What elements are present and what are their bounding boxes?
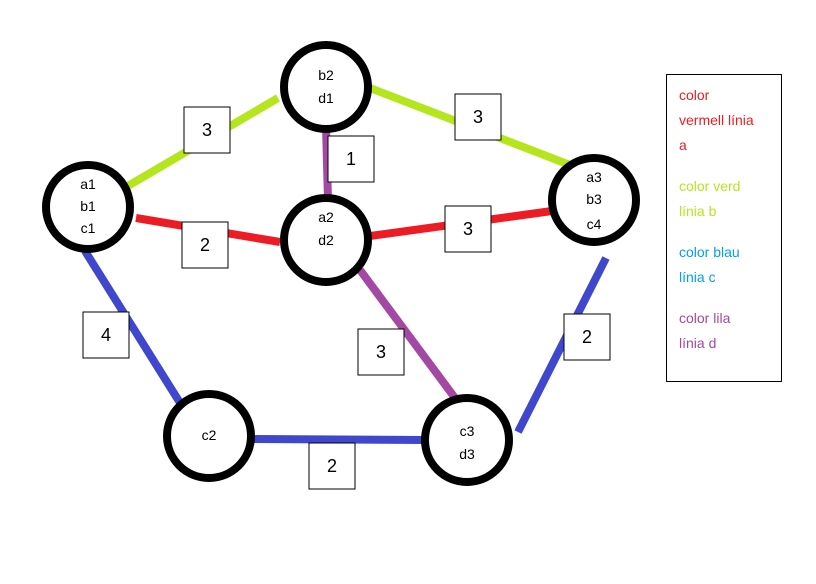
station-label: a3 — [586, 169, 602, 185]
legend-text: vermell línia — [679, 112, 754, 128]
weight-label: 1 — [346, 149, 356, 169]
edge-line-d — [322, 125, 332, 201]
weight-box — [454, 93, 502, 141]
station-label: b1 — [80, 198, 96, 214]
weight-label: 2 — [327, 456, 337, 476]
weight-box — [327, 135, 375, 183]
weight-label: 2 — [582, 327, 592, 347]
legend-text: color — [679, 87, 710, 103]
edge-line-c — [514, 256, 610, 434]
weight-box — [563, 313, 611, 361]
weight-box — [181, 221, 229, 269]
legend-text: línia c — [679, 269, 716, 285]
station-node — [42, 161, 134, 253]
station-label: d3 — [459, 446, 475, 462]
weight-box — [308, 442, 356, 490]
station-label: b3 — [586, 191, 602, 207]
station-label: c2 — [202, 427, 217, 443]
weight-box — [444, 205, 492, 253]
weight-label: 3 — [376, 342, 386, 362]
station-node — [163, 390, 255, 482]
station-label: c4 — [587, 216, 602, 232]
weight-label: 4 — [101, 325, 111, 345]
legend-text: color verd — [679, 178, 741, 194]
weight-label: 3 — [473, 107, 483, 127]
station-label: a2 — [318, 209, 334, 225]
station-label: c1 — [81, 220, 96, 236]
station-node — [280, 194, 372, 286]
weight-label: 2 — [200, 235, 210, 255]
nodes-layer: b2 d1 a1 b1 c1 a2 d2 a3 b3 c4 c2 c3 d3 — [42, 41, 640, 486]
weight-box — [82, 311, 130, 359]
edge-line-d — [356, 267, 459, 401]
edge-line-c — [81, 248, 186, 409]
station-label: c3 — [460, 423, 475, 439]
weight-label: 3 — [463, 219, 473, 239]
edge-line-c — [251, 435, 427, 444]
station-node — [421, 394, 513, 486]
station-label: a1 — [80, 176, 96, 192]
legend-text: color blau — [679, 244, 740, 260]
station-label: d2 — [318, 232, 334, 248]
weight-label: 3 — [202, 120, 212, 140]
legend-text: color lila — [679, 310, 731, 326]
legend-text: línia d — [679, 335, 717, 351]
station-node — [280, 41, 372, 133]
weight-box — [183, 106, 231, 154]
legend-entry-d: color lila línia d — [679, 306, 771, 356]
station-node — [548, 154, 640, 246]
legend: color vermell línia a color verd línia b… — [666, 74, 782, 382]
legend-entry-b: color verd línia b — [679, 174, 771, 224]
legend-text: a — [679, 137, 687, 153]
weights-layer: 3 3 1 2 3 4 3 2 2 — [82, 93, 611, 490]
legend-entry-c: color blau línia c — [679, 240, 771, 290]
station-label: d1 — [318, 90, 334, 106]
legend-entry-a: color vermell línia a — [679, 83, 771, 158]
station-label: b2 — [318, 67, 334, 83]
legend-text: línia b — [679, 203, 717, 219]
weight-box — [357, 328, 405, 376]
